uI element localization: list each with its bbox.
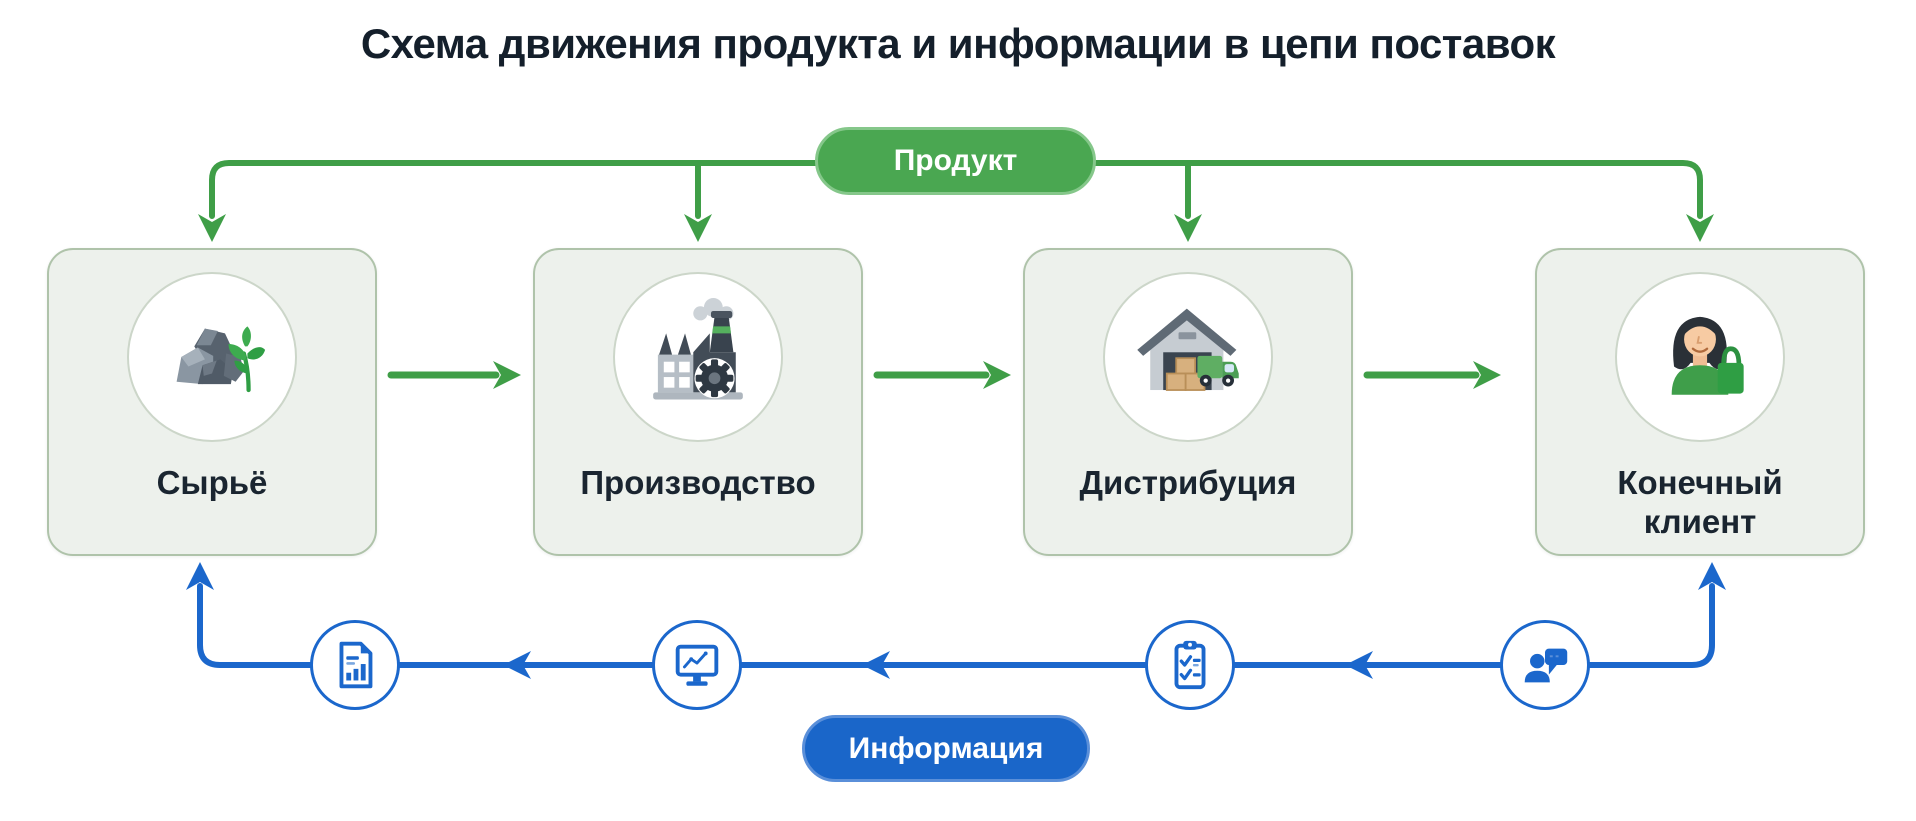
stage-box-end-customer: Конечный клиент [1535, 248, 1865, 556]
report-document-icon [310, 620, 400, 710]
product-down-arrowheads [198, 214, 1714, 242]
stage-label-end-customer: Конечный клиент [1617, 464, 1783, 540]
checklist-clipboard-icon [1145, 620, 1235, 710]
factory-icon [613, 272, 783, 442]
information-arrowheads [186, 562, 1726, 679]
warehouse-distribution-icon [1103, 272, 1273, 442]
stage-box-production: Производство [533, 248, 863, 556]
analytics-monitor-icon [652, 620, 742, 710]
stage-label-raw-materials: Сырьё [156, 464, 268, 501]
diagram-title: Схема движения продукта и информации в ц… [360, 20, 1556, 67]
information-flow-pill: Информация [802, 715, 1090, 782]
customer-feedback-icon [1500, 620, 1590, 710]
stage-label-production: Производство [580, 464, 816, 501]
stage-box-distribution: Дистрибуция [1023, 248, 1353, 556]
stage-label-distribution: Дистрибуция [1079, 464, 1297, 501]
product-flow-pill-label: Продукт [893, 144, 1018, 177]
stage-arrows [387, 361, 1501, 389]
stage-box-raw-materials: Сырьё [47, 248, 377, 556]
information-flow-pill-label: Информация [848, 731, 1044, 765]
raw-materials-icon [127, 272, 297, 442]
information-flow-line [197, 583, 1715, 668]
product-flow-pill: Продукт [815, 127, 1096, 195]
end-customer-icon [1615, 272, 1785, 442]
